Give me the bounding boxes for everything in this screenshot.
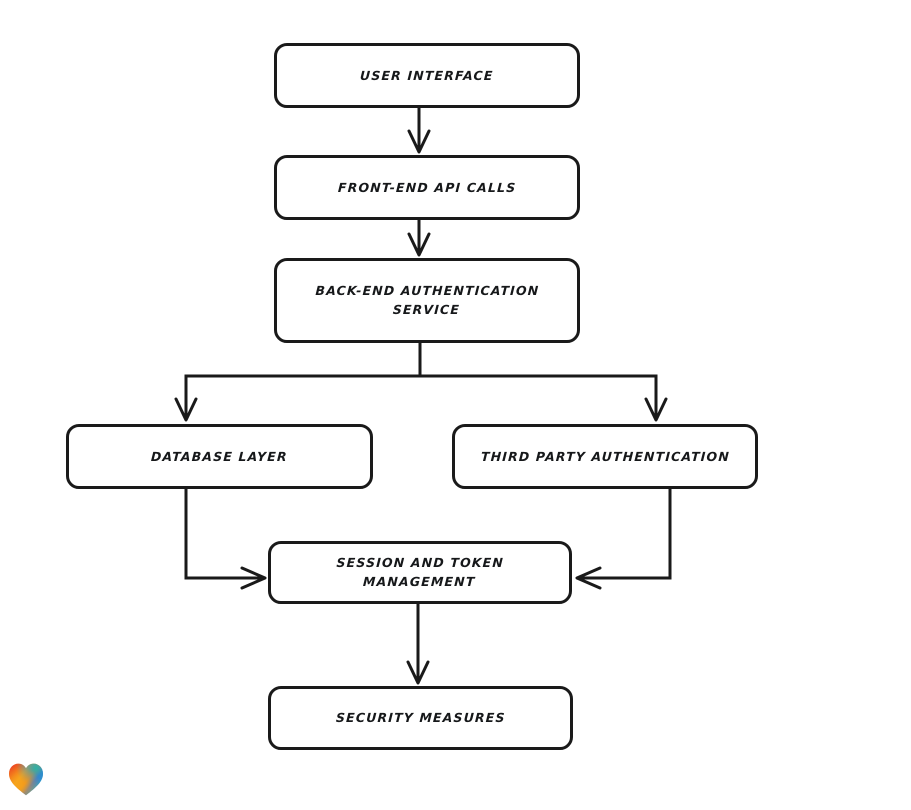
node-label: Third Party Authentication [480,448,730,464]
node-backend-authentication-service[interactable]: Back-End Authentication Service [274,258,580,343]
node-label: Security Measures [335,710,506,726]
edge-database-layer-to-session-token [184,487,267,590]
heart-icon [9,763,43,796]
edge-backend-auth-fork [174,341,668,422]
node-third-party-authentication[interactable]: Third Party Authentication [452,424,758,489]
edge-session-token-to-security-measures [406,602,430,685]
node-database-layer[interactable]: Database Layer [66,424,373,489]
node-frontend-api-calls[interactable]: Front-End API Calls [274,155,580,220]
node-label: Session and Token Management [336,555,505,590]
node-label: Back-End Authentication Service [315,283,540,318]
node-user-interface[interactable]: User Interface [274,43,580,108]
edge-frontend-api-calls-to-backend-auth [407,218,431,257]
edge-third-party-auth-to-session-token [575,487,672,590]
node-session-and-token-management[interactable]: Session and Token Management [268,541,572,604]
node-label: Front-End API Calls [337,179,517,195]
edge-user-interface-to-frontend-api-calls [407,106,431,154]
node-security-measures[interactable]: Security Measures [268,686,573,750]
node-label: Database Layer [150,448,289,464]
node-label: User Interface [359,67,495,83]
